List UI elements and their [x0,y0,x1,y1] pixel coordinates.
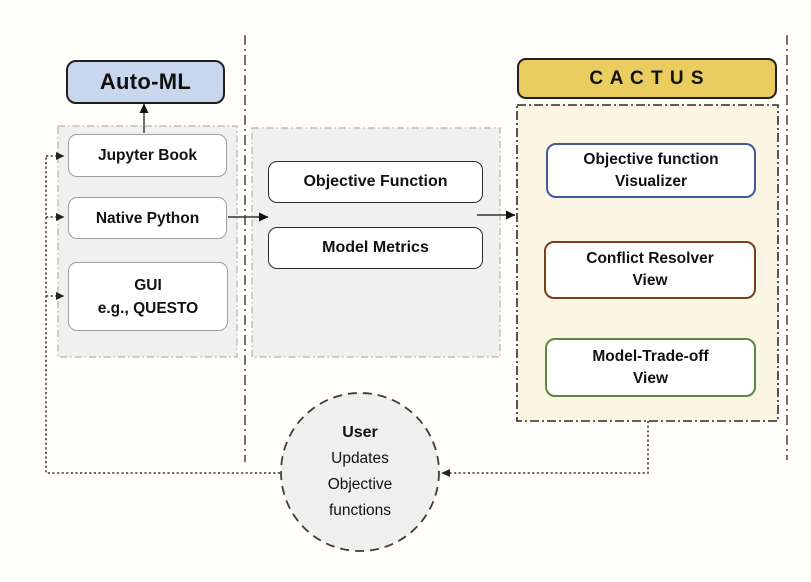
automl-node: Auto-ML [66,60,225,104]
conflict-resolver-view-node: Conflict Resolver View [544,241,756,299]
user-node-circle [280,392,440,552]
model-tradeoff-view-node: Model-Trade-off View [545,338,756,397]
objective-function-visualizer-label: Objective function Visualizer [583,150,719,190]
gui-questo-node: GUI e.g., QUESTO [68,262,228,331]
conflict-resolver-view-label: Conflict Resolver View [586,250,714,289]
gui-questo-label: GUI e.g., QUESTO [97,276,199,317]
user-node-text: User Updates Objective functions [281,393,439,551]
cactus-title-label: C A C T U S [589,67,705,89]
automl-label: Auto-ML [99,69,192,94]
native-python-node: Native Python [68,197,227,239]
user-node-title: User [342,424,378,441]
native-python-label: Native Python [95,209,200,227]
jupyter-book-node: Jupyter Book [68,134,227,177]
feedback-line-cactus-to-user [441,421,649,477]
model-tradeoff-view-label: Model-Trade-off View [592,347,709,387]
jupyter-book-label: Jupyter Book [97,147,198,164]
user-node-body: Updates Objective functions [327,450,393,519]
cactus-title-node: C A C T U S [517,58,777,99]
objective-function-label: Objective Function [303,173,448,190]
model-metrics-node: Model Metrics [268,227,483,269]
model-metrics-label: Model Metrics [322,239,429,256]
objective-function-node: Objective Function [268,161,483,203]
objective-function-visualizer-node: Objective function Visualizer [546,143,756,198]
